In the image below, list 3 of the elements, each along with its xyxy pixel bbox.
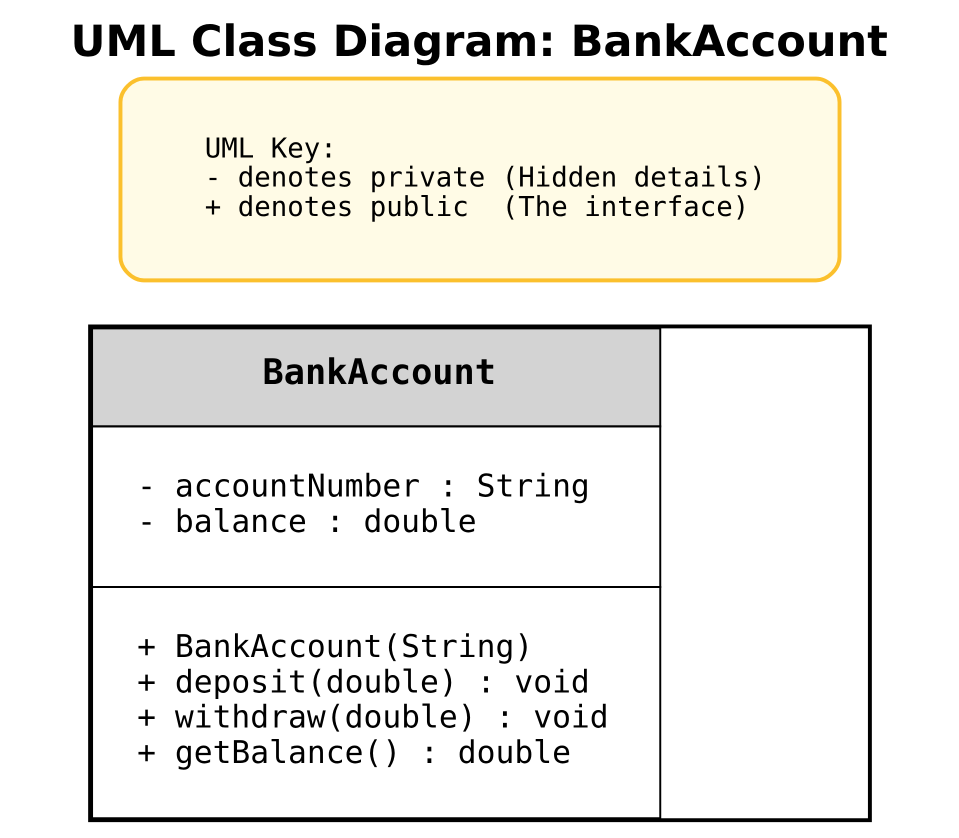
node-box: BankAccount - accountNumber : String - balance : double + BankAccount(String) + deposit(double) : void + withdraw(double) : void + getBalance() : double	[88, 324, 872, 822]
node-box: UML Key: - denotes private (Hidden details) + denotes public (The interface)	[118, 76, 841, 282]
diagram-title: UML Class Diagram: BankAccount	[70, 17, 888, 68]
